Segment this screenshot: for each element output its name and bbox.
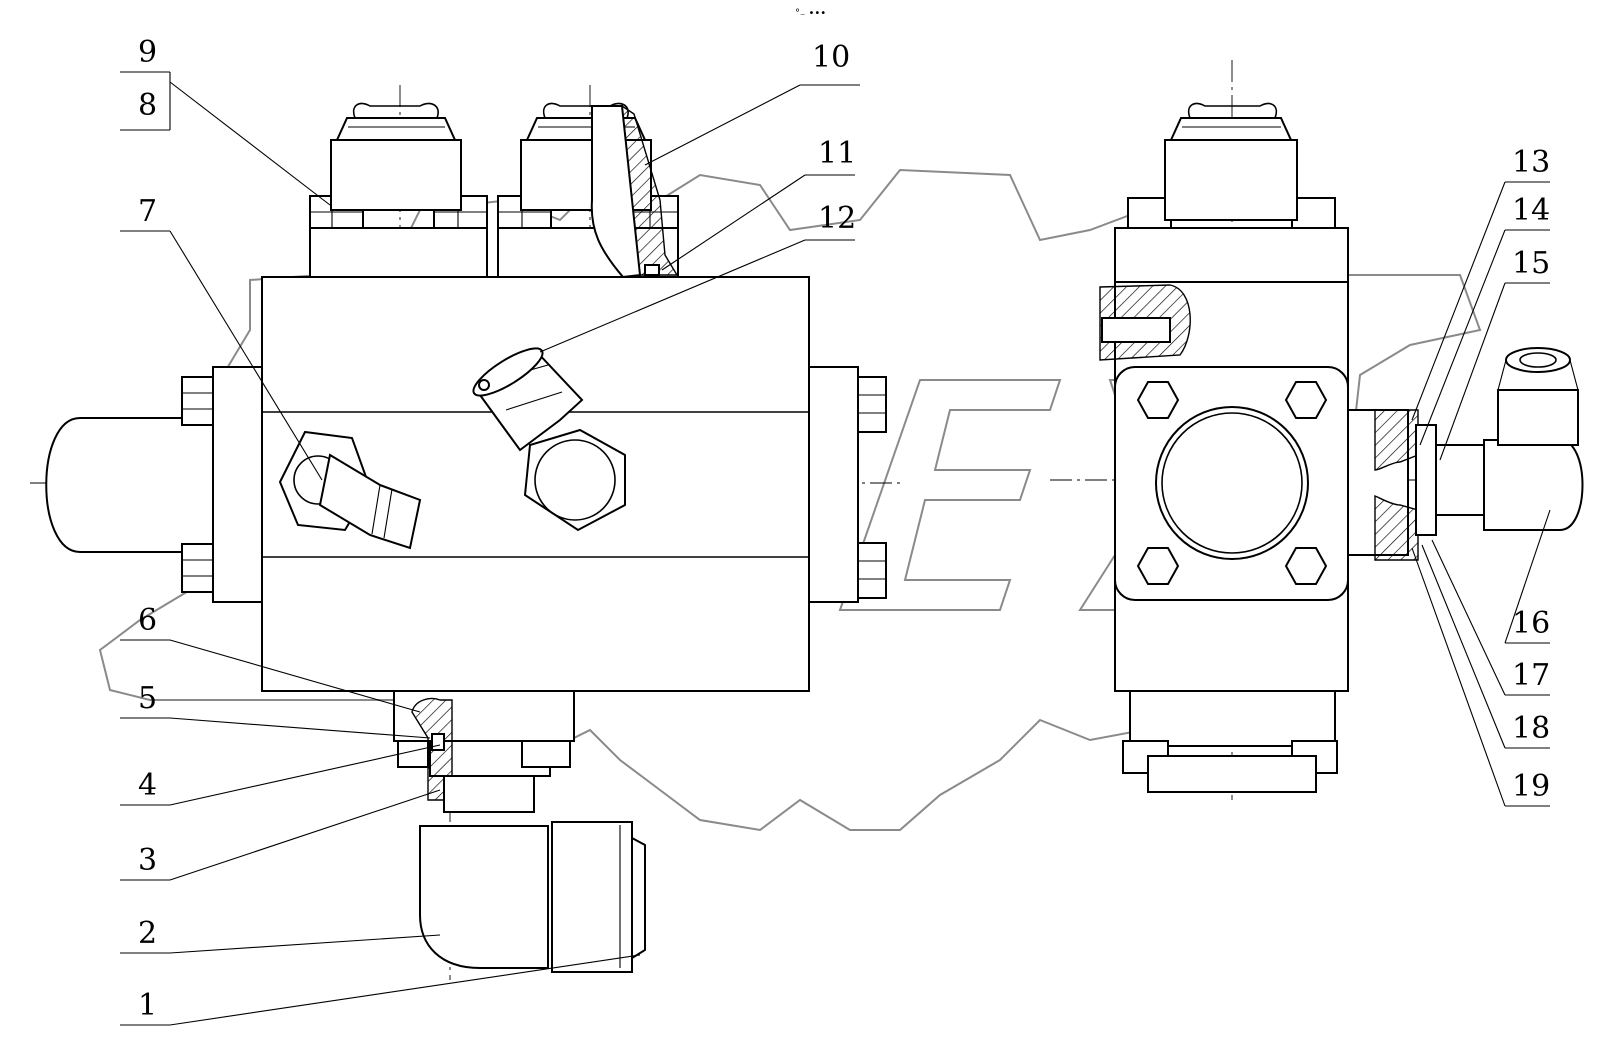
callout-19: 19 <box>1512 769 1550 804</box>
top-fitting-left <box>330 102 462 211</box>
side-port-fitting <box>1347 347 1584 561</box>
callout-7: 7 <box>138 194 157 229</box>
right-bolt-head-top <box>857 376 887 433</box>
left-bolt-head-top <box>181 376 214 426</box>
callout-16: 16 <box>1512 606 1550 641</box>
callout-11: 11 <box>818 136 856 171</box>
callout-18: 18 <box>1512 711 1550 746</box>
callout-6: 6 <box>138 603 157 638</box>
callout-9: 9 <box>138 35 157 70</box>
callout-8: 8 <box>138 88 157 123</box>
left-cylinder <box>45 417 214 553</box>
side-bottom-flange <box>1129 690 1336 747</box>
callout-10: 10 <box>812 40 850 75</box>
elbow-fitting <box>419 825 549 969</box>
callout-labels: 1 2 3 4 5 6 7 8 9 10 11 12 13 14 15 16 1… <box>138 35 1550 1023</box>
callout-2: 2 <box>138 916 157 951</box>
callout-3: 3 <box>138 843 157 878</box>
side-top-bolts <box>1127 197 1336 229</box>
side-top-fitting <box>1164 102 1298 221</box>
right-bolt-head-bottom <box>857 542 887 599</box>
callout-4: 4 <box>138 768 157 803</box>
callout-15: 15 <box>1512 246 1550 281</box>
angled-fitting-12 <box>472 347 626 532</box>
side-view <box>1050 60 1584 800</box>
callout-12: 12 <box>818 201 856 236</box>
callout-14: 14 <box>1512 193 1550 228</box>
leader-lines <box>120 71 1551 1026</box>
front-view <box>30 85 900 980</box>
flange-hex-bolts <box>1136 381 1328 585</box>
bottom-port-assembly <box>393 690 646 973</box>
side-top-flange <box>1114 227 1349 283</box>
callout-5: 5 <box>138 681 157 716</box>
top-flange-left <box>309 227 488 278</box>
right-end-cap <box>808 366 859 603</box>
center-port <box>1155 406 1309 560</box>
left-end-cap <box>212 366 263 603</box>
top-fitting-right <box>520 102 679 279</box>
header-mark: °₋ ••• <box>795 8 826 19</box>
angled-fitting-7 <box>278 430 422 550</box>
left-bolt-head-bottom <box>181 543 214 593</box>
callout-17: 17 <box>1512 658 1550 693</box>
callout-1: 1 <box>138 988 157 1023</box>
side-elbow-fitting <box>1483 439 1584 531</box>
callout-13: 13 <box>1512 145 1550 180</box>
